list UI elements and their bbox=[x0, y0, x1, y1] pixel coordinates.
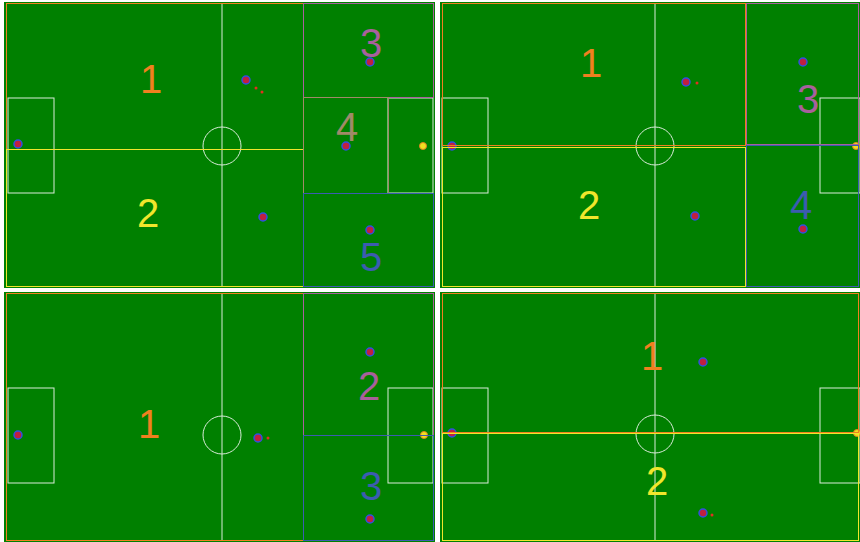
player-dot bbox=[699, 358, 707, 366]
player-dot bbox=[366, 515, 374, 523]
field-zone: 2 bbox=[303, 293, 434, 436]
field-zone: 2 bbox=[6, 149, 304, 287]
zone-number: 1 bbox=[138, 404, 160, 444]
player-dot bbox=[254, 434, 262, 442]
field-zone: 4 bbox=[303, 97, 389, 194]
player-dot bbox=[799, 58, 807, 66]
field-zone: 2 bbox=[442, 147, 746, 287]
zone-number: 2 bbox=[137, 193, 159, 233]
player-dot bbox=[691, 212, 699, 220]
zone-number: 1 bbox=[580, 43, 602, 83]
zone-number: 3 bbox=[360, 23, 382, 63]
player-dot bbox=[14, 140, 22, 148]
field-zone: 3 bbox=[303, 435, 434, 541]
ball-dot bbox=[420, 143, 427, 150]
player-dot bbox=[799, 225, 807, 233]
zone-number: 4 bbox=[790, 185, 812, 225]
player-dot bbox=[366, 226, 374, 234]
field-zone: 1 bbox=[442, 3, 746, 146]
field-zone: 3 bbox=[303, 3, 434, 98]
zone-number: 3 bbox=[797, 79, 819, 119]
zone-number: 1 bbox=[140, 59, 162, 99]
zone-number: 5 bbox=[360, 237, 382, 277]
field-zone: 1 bbox=[6, 293, 304, 541]
player-dot bbox=[448, 142, 456, 150]
ball-marker bbox=[696, 82, 699, 85]
ball-marker bbox=[255, 87, 258, 90]
player-dot bbox=[682, 78, 690, 86]
zone-number: 3 bbox=[360, 466, 382, 506]
zone-number: 2 bbox=[358, 366, 380, 406]
field-zone: 1 bbox=[6, 3, 304, 150]
player-dot bbox=[699, 509, 707, 517]
field-zone: 4 bbox=[746, 145, 859, 287]
zone-number: 2 bbox=[646, 461, 668, 501]
ball-marker bbox=[261, 91, 264, 94]
ball-marker bbox=[711, 514, 714, 517]
field-zone: 3 bbox=[746, 3, 859, 145]
zone-number: 2 bbox=[578, 185, 600, 225]
player-dot bbox=[14, 431, 22, 439]
player-dot bbox=[242, 76, 250, 84]
player-dot bbox=[259, 213, 267, 221]
player-dot bbox=[366, 348, 374, 356]
zone-number: 1 bbox=[641, 336, 663, 376]
field-zone: 1 bbox=[442, 293, 859, 433]
ball-marker bbox=[267, 437, 270, 440]
field-zone: 5 bbox=[303, 193, 434, 287]
field-zone: 2 bbox=[442, 433, 859, 541]
zone-number: 4 bbox=[336, 107, 358, 147]
